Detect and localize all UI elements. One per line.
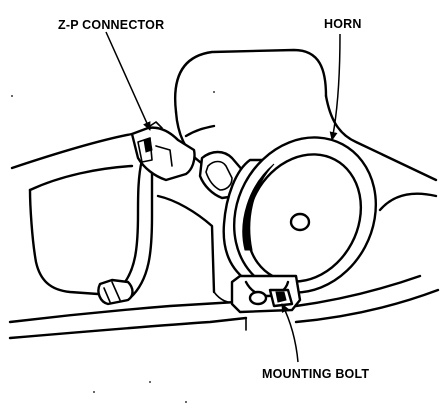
zp-connector — [130, 121, 196, 182]
connector-leader — [105, 31, 151, 131]
horn-leader — [329, 33, 341, 141]
leader-lines — [105, 31, 341, 363]
bolt-leader — [281, 303, 299, 363]
horn-label: HORN — [324, 17, 362, 31]
mounting-bracket — [230, 274, 302, 314]
wire-harness — [97, 158, 154, 306]
mounting-bolt-label: MOUNTING BOLT — [262, 367, 369, 381]
horn — [222, 136, 378, 294]
scan-speckles — [11, 91, 215, 403]
body-panels — [8, 48, 440, 340]
connector-label: Z-P CONNECTOR — [58, 18, 164, 32]
